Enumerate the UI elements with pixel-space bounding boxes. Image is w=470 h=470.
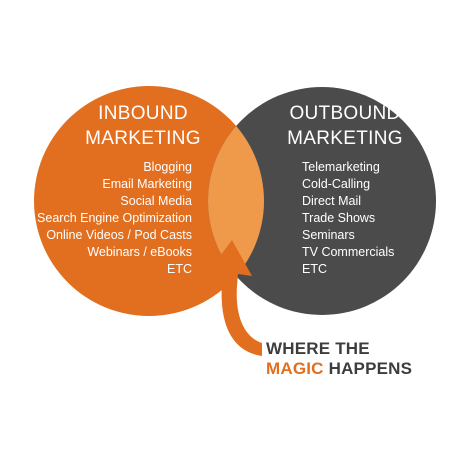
outbound-title: OUTBOUND MARKETING	[287, 103, 403, 149]
inbound-item: Search Engine Optimization	[37, 211, 192, 225]
inbound-list: Blogging Email Marketing Social Media Se…	[12, 159, 192, 278]
outbound-item: Direct Mail	[302, 194, 362, 208]
outbound-item: TV Commercials	[302, 245, 395, 259]
outbound-circle	[208, 87, 436, 315]
inbound-item: Blogging	[143, 160, 192, 174]
curved-up-arrow-icon	[208, 240, 262, 356]
outbound-item: Trade Shows	[302, 211, 376, 225]
inbound-title: INBOUND MARKETING	[85, 103, 201, 149]
inbound-item: Email Marketing	[102, 177, 192, 191]
magic-highlight: MAGIC	[266, 359, 324, 378]
inbound-item: Webinars / eBooks	[87, 245, 192, 259]
outbound-item: Cold-Calling	[302, 177, 371, 191]
inbound-item: ETC	[167, 262, 192, 276]
outbound-item: ETC	[302, 262, 327, 276]
inbound-item: Social Media	[120, 194, 192, 208]
inbound-item: Online Videos / Pod Casts	[46, 228, 192, 242]
magic-rest: HAPPENS	[323, 359, 413, 378]
outbound-list: Telemarketing Cold-Calling Direct Mail T…	[302, 159, 462, 278]
outbound-item: Telemarketing	[302, 160, 380, 174]
outbound-item: Seminars	[302, 228, 355, 242]
magic-caption: WHERE THE MAGIC HAPPENS	[266, 339, 412, 379]
magic-line2: MAGIC HAPPENS	[266, 359, 412, 379]
inbound-circle	[34, 86, 264, 316]
magic-line1: WHERE THE	[266, 339, 370, 358]
